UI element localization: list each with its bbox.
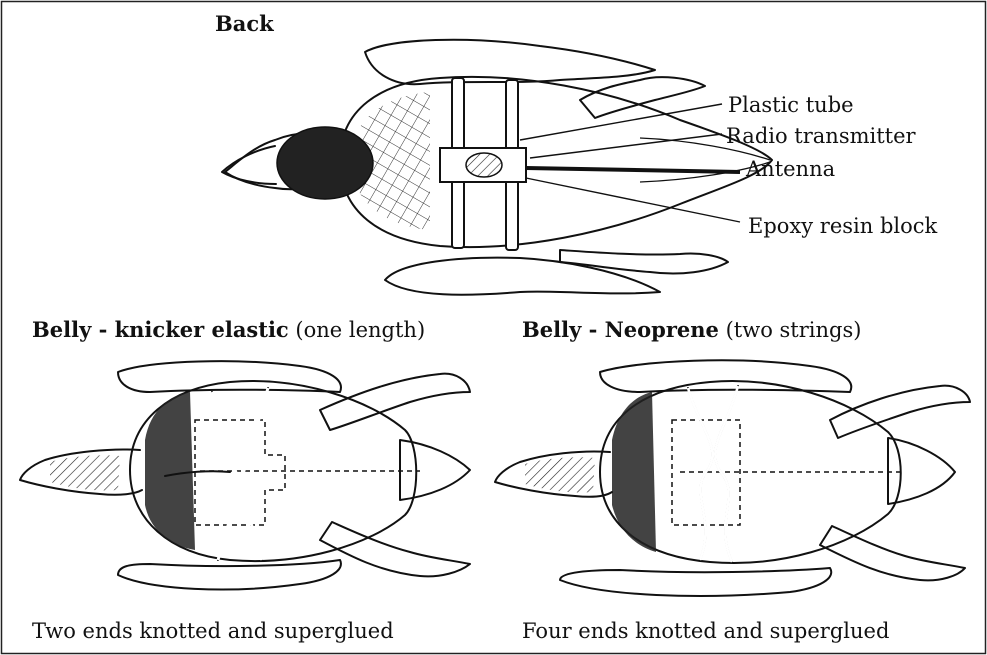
dark-head — [277, 127, 373, 199]
belly-right-lower-wing — [560, 568, 831, 596]
bill — [222, 146, 276, 184]
callout-plastic-tube: Plastic tube — [728, 93, 854, 117]
callout-radio-transmitter: Radio transmitter — [726, 124, 917, 148]
belly-right-duck — [495, 360, 970, 596]
belly-right-title: Belly - Neoprene (two strings) — [522, 317, 861, 342]
belly-left-tail — [400, 440, 470, 500]
belly-right-caption: Four ends knotted and superglued — [522, 619, 889, 643]
belly-left-elastic-inner — [212, 388, 268, 560]
antenna — [526, 168, 740, 172]
lower-foot — [560, 250, 728, 274]
belly-left-caption: Two ends knotted and superglued — [32, 619, 394, 643]
belly-left-title-rest: (one length) — [295, 318, 425, 342]
belly-right-upper-wing — [600, 360, 851, 392]
belly-right-title-bold: Belly - Neoprene — [522, 317, 719, 342]
belly-right-head-shading — [525, 457, 595, 492]
belly-right-breast-shading — [612, 392, 656, 552]
belly-right-string-a-outer — [688, 388, 712, 560]
belly-right-upper-foot — [830, 386, 970, 438]
lower-wing — [385, 258, 660, 295]
belly-left-transmitter-outline — [195, 420, 285, 525]
belly-right-string-b-inner — [715, 386, 738, 562]
belly-left-lower-wing — [118, 560, 341, 590]
back-title: Back — [215, 11, 274, 36]
belly-right-string-a-inner — [688, 388, 712, 560]
belly-left-title: Belly - knicker elastic (one length) — [32, 317, 425, 342]
belly-left-title-bold: Belly - knicker elastic — [32, 317, 289, 342]
leader-epoxy-block — [526, 178, 740, 222]
back-view-duck — [222, 40, 772, 295]
callout-epoxy-resin-block: Epoxy resin block — [748, 214, 938, 238]
belly-left-duck — [20, 361, 470, 589]
belly-right-title-rest: (two strings) — [726, 318, 862, 342]
upper-foot — [580, 77, 705, 118]
radio-transmitter — [466, 153, 502, 177]
belly-left-lower-foot — [320, 522, 470, 576]
belly-right-lower-foot — [820, 526, 965, 580]
callout-antenna: Antenna — [745, 157, 835, 181]
belly-left-head-shading — [50, 455, 120, 490]
leader-radio-transmitter — [530, 134, 722, 158]
